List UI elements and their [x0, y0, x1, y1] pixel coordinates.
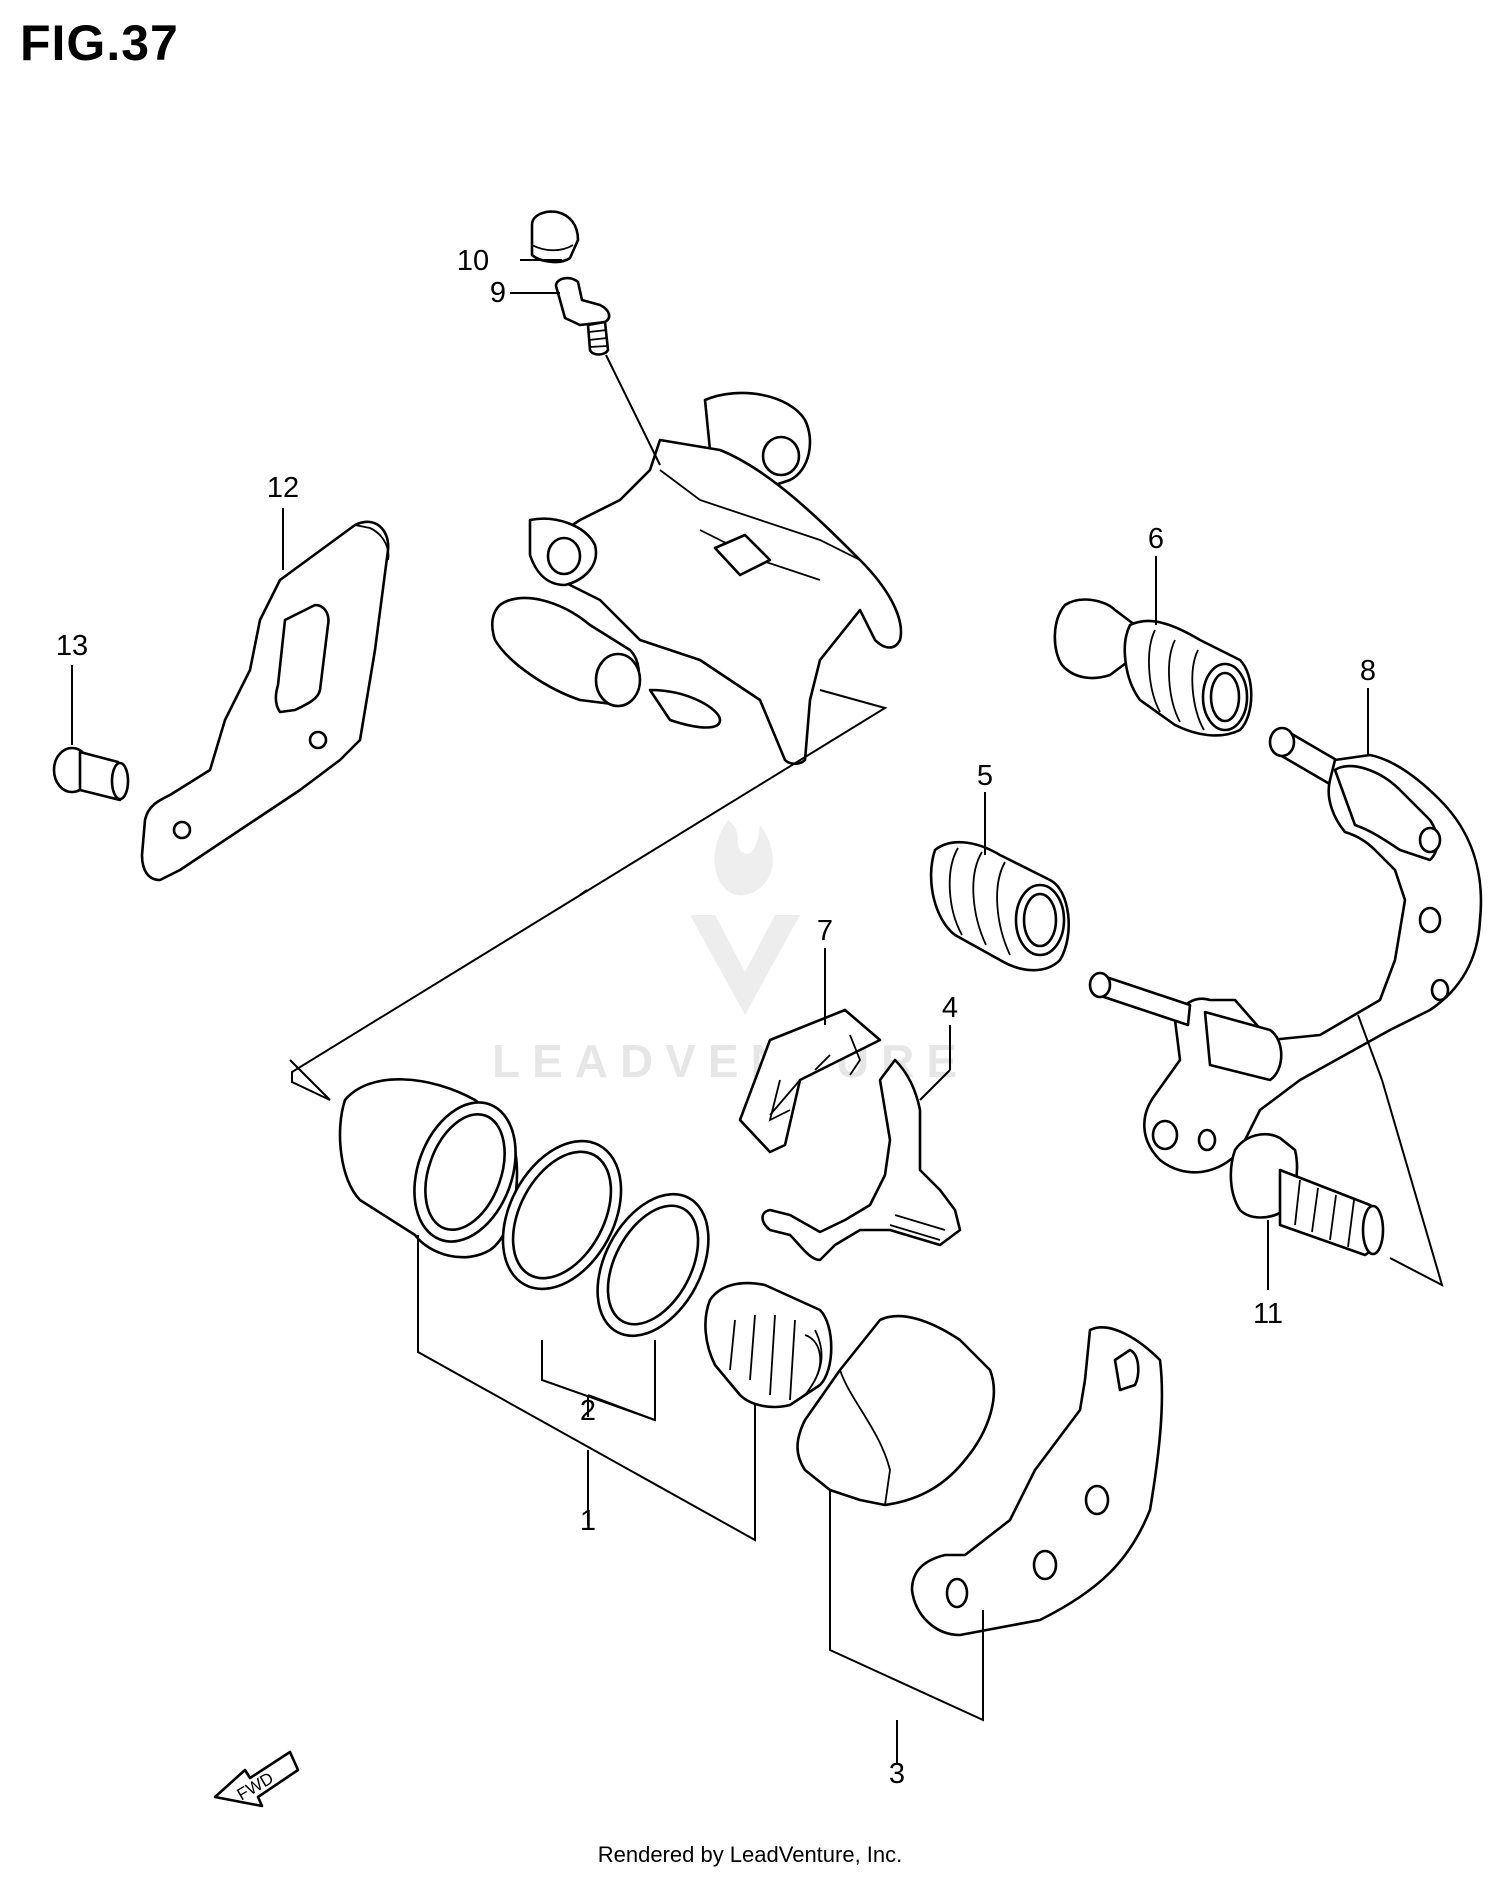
brake-pad	[796, 1314, 1164, 1637]
slide-pin-boot-upper	[1053, 598, 1253, 737]
callout-2: 2	[580, 1395, 596, 1427]
piston-insulator	[704, 1281, 833, 1409]
fwd-direction-arrow: FWD	[213, 1750, 300, 1808]
callout-7: 7	[817, 915, 833, 947]
callout-4: 4	[942, 992, 958, 1024]
figure-title: FIG.37	[20, 15, 179, 71]
watermark-logo: LEADVENTURE	[492, 820, 969, 1087]
callout-1: 1	[580, 1505, 596, 1537]
dust-seal	[596, 1192, 710, 1338]
caliper-body	[490, 391, 903, 766]
bleeder-screw	[554, 276, 611, 356]
caliper-bracket	[1088, 726, 1483, 1174]
caliper-plate	[140, 520, 390, 882]
callout-8: 8	[1360, 655, 1376, 687]
callout-13: 13	[56, 630, 88, 662]
callout-labels: 1 2 3 4 5 6 7 8 9 10 11 12 13	[56, 245, 1376, 1790]
callout-3: 3	[889, 1758, 905, 1790]
footer-credit: Rendered by LeadVenture, Inc.	[597, 1842, 903, 1867]
assembly-outline	[291, 689, 888, 1101]
callout-12: 12	[267, 472, 299, 504]
slide-pin-boot-lower	[929, 840, 1071, 972]
plate-bolt	[52, 746, 130, 802]
callout-9: 9	[490, 277, 506, 309]
bleeder-cap	[530, 210, 580, 264]
watermark-text: LEADVENTURE	[492, 1035, 969, 1087]
callout-10: 10	[457, 245, 489, 277]
leader-lines	[71, 259, 1444, 1765]
pad-retainer	[761, 1058, 962, 1262]
callout-6: 6	[1148, 523, 1164, 555]
assembly-dash	[579, 889, 588, 896]
bracket-bolt	[1229, 1133, 1385, 1257]
piston-seal	[501, 1139, 623, 1291]
caliper-piston	[338, 1078, 519, 1259]
callout-11: 11	[1253, 1298, 1283, 1330]
callout-5: 5	[977, 760, 993, 792]
pad-spring	[738, 1008, 882, 1154]
